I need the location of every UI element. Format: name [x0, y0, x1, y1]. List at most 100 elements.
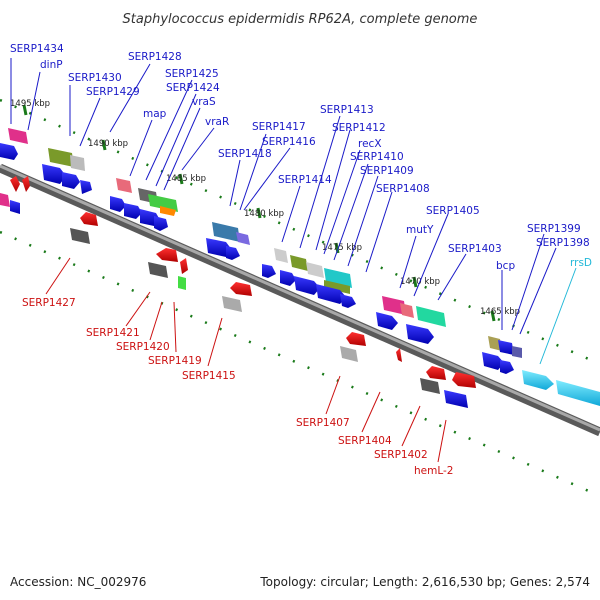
gene-label[interactable]: SERP1402 — [374, 449, 428, 461]
gene-label[interactable]: SERP1427 — [22, 297, 76, 309]
gene-arrow — [178, 276, 186, 290]
gene-arrow — [226, 246, 240, 260]
gene-arrow — [42, 164, 66, 184]
accession-text: Accession: NC_002976 — [10, 575, 146, 589]
gene-arrow — [22, 176, 30, 192]
gene-label[interactable]: SERP1418 — [218, 148, 272, 160]
gene-label[interactable]: hemL-2 — [414, 465, 453, 477]
gene-label[interactable]: SERP1424 — [166, 82, 220, 94]
gene-arrow — [316, 284, 346, 304]
gene-arrow — [110, 196, 126, 212]
gene-label[interactable]: map — [143, 108, 167, 120]
gene-label[interactable]: SERP1412 — [332, 122, 386, 134]
gene-label[interactable]: SERP1428 — [128, 51, 182, 63]
gene-arrow — [426, 366, 446, 380]
gene-arrow — [62, 172, 80, 189]
gene-arrow — [148, 194, 178, 212]
gene-arrow — [160, 206, 176, 216]
forward-label-lines — [10, 58, 557, 335]
kbp-label: 1475 kbp — [322, 243, 362, 253]
gene-arrow — [294, 276, 320, 295]
gene-arrow — [0, 143, 18, 160]
gene-arrow — [80, 212, 98, 226]
gene-arrow — [406, 324, 434, 344]
gene-arrow — [416, 306, 446, 327]
gene-label[interactable]: SERP1399 — [527, 223, 581, 235]
forward-labels: SERP1434 dinP SERP1430 SERP1429 SERP1428… — [10, 43, 592, 272]
rrna-arrow — [556, 380, 600, 406]
gene-arrow — [376, 312, 398, 330]
gene-arrow — [230, 282, 252, 296]
gene-label[interactable]: vraR — [205, 116, 229, 128]
gene-label[interactable]: SERP1434 — [10, 43, 64, 55]
kbp-label: 1480 kbp — [244, 209, 284, 219]
gene-label[interactable]: SERP1413 — [320, 104, 374, 116]
gene-arrow — [222, 296, 242, 312]
kbp-ticks — [22, 104, 496, 322]
gene-arrow — [452, 372, 476, 388]
page-title: Staphylococcus epidermidis RP62A, comple… — [123, 12, 478, 27]
gene-arrow — [420, 378, 440, 394]
gene-arrow — [340, 294, 356, 308]
gene-arrow — [382, 296, 406, 315]
gene-label[interactable]: rrsD — [570, 257, 592, 269]
gene-label[interactable]: SERP1398 — [536, 237, 590, 249]
gene-label[interactable]: SERP1415 — [182, 370, 236, 382]
gene-arrow — [206, 238, 232, 257]
gene-label[interactable]: SERP1430 — [68, 72, 122, 84]
gene-arrow — [124, 203, 142, 219]
kbp-label: 1495 kbp — [10, 99, 50, 109]
gene-arrow — [70, 155, 85, 171]
rrna-label-lines — [539, 267, 577, 365]
kbp-label: 1485 kbp — [166, 174, 206, 184]
gene-label[interactable]: recX — [358, 138, 382, 150]
gene-arrow — [48, 148, 74, 167]
gene-arrow — [512, 346, 522, 358]
gene-label[interactable]: SERP1417 — [252, 121, 306, 133]
gene-label[interactable]: vraS — [192, 96, 216, 108]
gene-label[interactable]: SERP1410 — [350, 151, 404, 163]
gene-arrow — [444, 390, 468, 408]
gene-arrow — [488, 336, 502, 351]
gene-arrow — [8, 128, 28, 144]
gene-label[interactable]: SERP1407 — [296, 417, 350, 429]
gene-label[interactable]: SERP1416 — [262, 136, 316, 148]
gene-arrow — [10, 200, 20, 214]
gene-label[interactable]: bcp — [496, 260, 515, 272]
gene-arrow — [236, 232, 250, 245]
gene-label[interactable]: SERP1408 — [376, 183, 430, 195]
gene-arrow — [482, 352, 504, 370]
gene-arrow — [340, 346, 358, 362]
gene-arrow — [346, 332, 366, 346]
gene-arrow — [10, 176, 20, 192]
gene-label[interactable]: dinP — [40, 59, 63, 71]
reverse-label-lines — [45, 257, 447, 463]
genome-backbone — [0, 163, 600, 437]
gene-label[interactable]: SERP1404 — [338, 435, 392, 447]
gene-label[interactable]: SERP1425 — [165, 68, 219, 80]
kbp-label: 1490 kbp — [88, 139, 128, 149]
gene-arrow — [290, 255, 308, 271]
gene-label[interactable]: SERP1421 — [86, 327, 140, 339]
gene-label[interactable]: SERP1409 — [360, 165, 414, 177]
gene-arrow — [280, 270, 296, 286]
gene-label[interactable]: mutY — [406, 224, 434, 236]
kbp-label: 1465 kbp — [480, 307, 520, 317]
gene-label[interactable]: SERP1419 — [148, 355, 202, 367]
gene-arrow — [0, 193, 10, 207]
gene-arrow — [70, 228, 90, 244]
gene-arrow — [500, 360, 514, 374]
gene-label[interactable]: SERP1429 — [86, 86, 140, 98]
gene-arrow — [80, 180, 92, 194]
forward-genes — [0, 128, 600, 406]
gene-arrow — [324, 280, 350, 294]
reverse-genes — [10, 176, 476, 408]
gene-arrow — [274, 248, 288, 263]
gene-label[interactable]: SERP1405 — [426, 205, 480, 217]
gene-arrow — [154, 216, 168, 231]
gene-label[interactable]: SERP1403 — [448, 243, 502, 255]
gene-label[interactable]: SERP1414 — [278, 174, 332, 186]
gene-label[interactable]: SERP1420 — [116, 341, 170, 353]
reverse-labels: SERP1427 SERP1421 SERP1420 SERP1419 SERP… — [22, 297, 453, 477]
